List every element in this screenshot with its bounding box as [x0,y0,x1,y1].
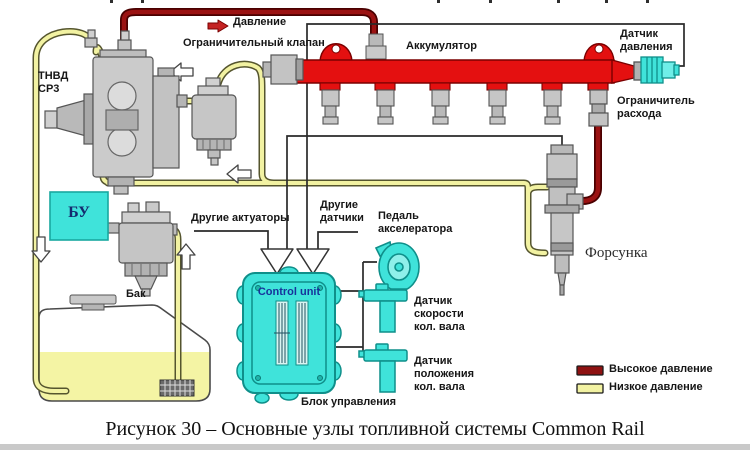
control-unit-sensor-bus [335,261,377,358]
tank-filler-cap [69,294,117,305]
legend [576,365,604,394]
legend-high-pressure-label: Высокое давление [609,363,713,375]
control-unit [236,266,342,404]
fuel-filter [191,77,237,166]
lift-pump [107,201,178,297]
pump-label: ТНВД СР3 [38,70,69,95]
cropped-text-mark [557,0,560,3]
sensors-input-arrow-icon [296,248,330,275]
actuators-wire [194,230,269,249]
other-actuators-label: Другие актуаторы [191,212,290,224]
accelerator-pedal-label: Педаль акселератора [378,210,453,235]
injector-label: Форсунка [585,245,648,261]
crank-position-sensor-label: Датчик положения кол. вала [414,355,475,393]
figure-caption: Рисунок 30 – Основные узлы топливной сис… [105,418,645,440]
rail-pressure-sensor [633,56,680,84]
pressure-direction-arrow-icon [207,19,229,33]
cropped-text-mark [141,0,144,3]
pressure-limiting-valve [262,54,304,85]
sensors-wire [317,231,358,249]
limiting-valve-label: Ограничительный клапан [183,37,325,49]
cropped-text-mark [646,0,649,3]
actuators-input-arrow-icon [260,248,294,275]
cropped-text-mark [489,0,492,3]
signal-wires [194,23,685,358]
injector [544,144,584,296]
crank-speed-sensor [358,283,408,333]
injector-wire [286,135,563,250]
legend-low-pressure-label: Низкое давление [609,381,703,393]
control-unit-en-label: Control unit [257,286,321,298]
flow-arrow-up-icon [176,243,196,270]
fuel-tank-label: Бак [126,288,146,300]
rail-injector-ports [319,82,563,125]
pressure-sensor-wire [306,23,685,250]
fuel-rail [293,33,635,84]
flow-limiter-fitting [587,82,609,127]
pressure-label: Давление [233,16,287,28]
crank-position-sensor [358,343,408,393]
legend-swatch-low-pressure [576,383,604,394]
crank-speed-sensor-label: Датчик скорости кол. вала [414,295,465,333]
other-sensors-label: Другие датчики [320,199,364,224]
cropped-text-mark [437,0,440,3]
flow-limiter-label: Ограничитель расхода [617,95,695,120]
cropped-text-mark [605,0,608,3]
accumulator-label: Аккумулятор [406,40,477,52]
high-pressure-pump [44,29,188,195]
tank-strainer [159,379,195,397]
legend-swatch-high-pressure [576,365,604,376]
bu-control-box [49,191,109,241]
control-unit-ru-label: Блок управления [301,396,397,408]
pressure-sensor-label: Датчик давления [620,28,673,53]
cropped-text-mark [110,0,113,3]
flow-arrow-down-icon [31,236,51,263]
bu-unit-label: БУ [68,204,90,221]
flow-arrow-left2-icon [226,164,252,184]
bottom-edge-strip [0,444,750,450]
